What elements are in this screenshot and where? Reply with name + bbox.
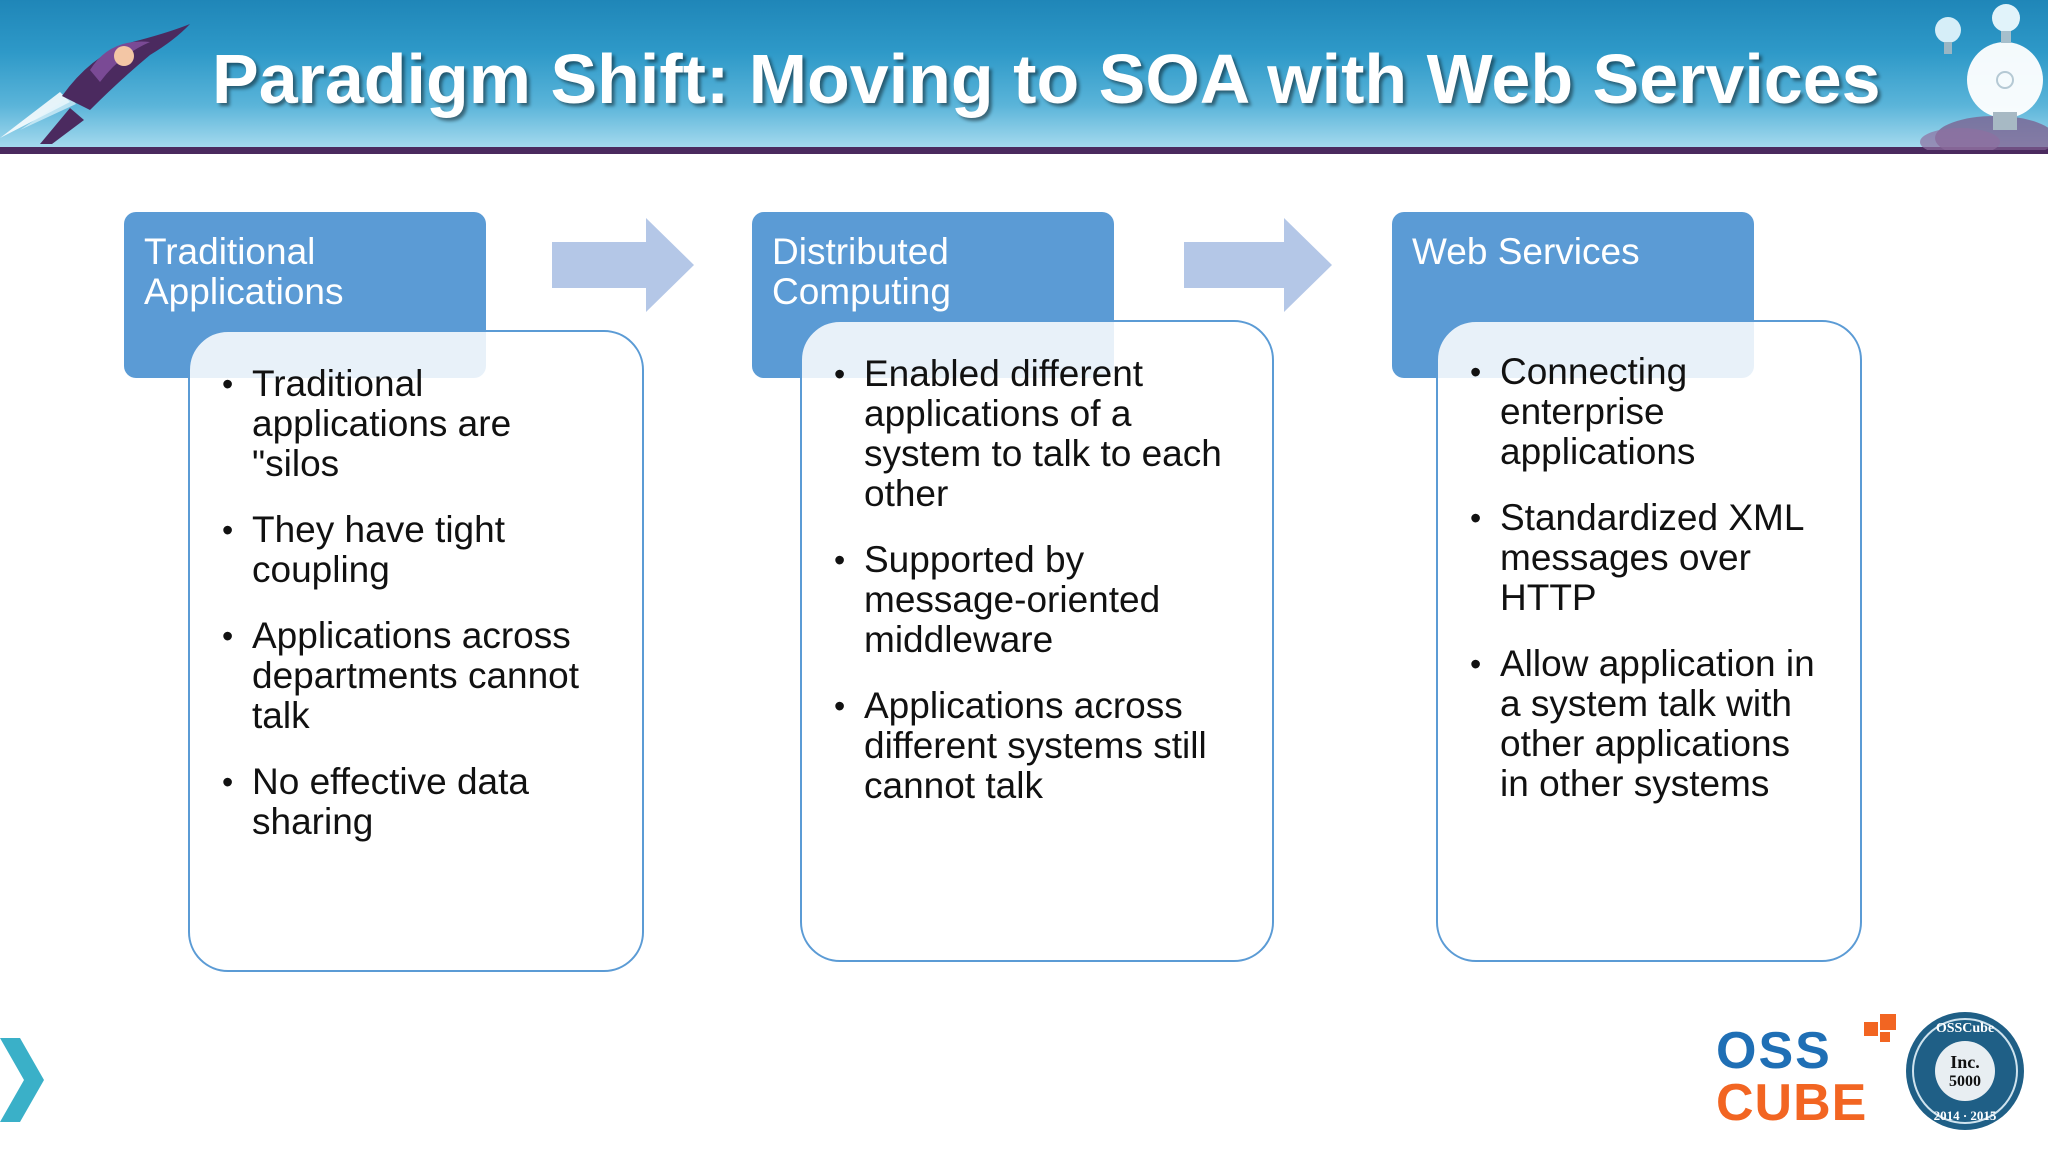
svg-text:OSS: OSS [1716,1022,1832,1080]
svg-text:5000: 5000 [1949,1073,1981,1090]
tab-title-line: Computing [772,271,951,312]
tab-title-line: Web Services [1412,231,1640,272]
header-banner [0,0,2048,150]
header-divider [0,147,2048,154]
card-traditional-applications [188,330,644,972]
tab-title-line: Traditional [144,231,316,272]
svg-text:2014 · 2015: 2014 · 2015 [1934,1108,1997,1123]
chevron-right-icon [0,1038,44,1122]
right-arrow-icon [552,218,694,312]
svg-text:Inc.: Inc. [1950,1052,1980,1072]
svg-text:OSSCube: OSSCube [1936,1021,1994,1036]
svg-text:CUBE: CUBE [1716,1074,1867,1132]
rocket-superhero-icon [0,24,190,144]
tab-title-line: Distributed [772,231,949,272]
inc-5000-seal: OSSCube Inc. 5000 2014 · 2015 [1906,1012,2024,1130]
card-distributed-computing [800,320,1274,962]
card-web-services [1436,320,1862,962]
tab-title-line: Applications [144,271,344,312]
right-arrow-icon [1184,218,1332,312]
osscube-logo: OSS CUBE [1716,1014,1896,1132]
slide-title: Paradigm Shift: Moving to SOA with Web S… [212,40,1881,118]
lightbulb-icon [1920,4,2048,150]
